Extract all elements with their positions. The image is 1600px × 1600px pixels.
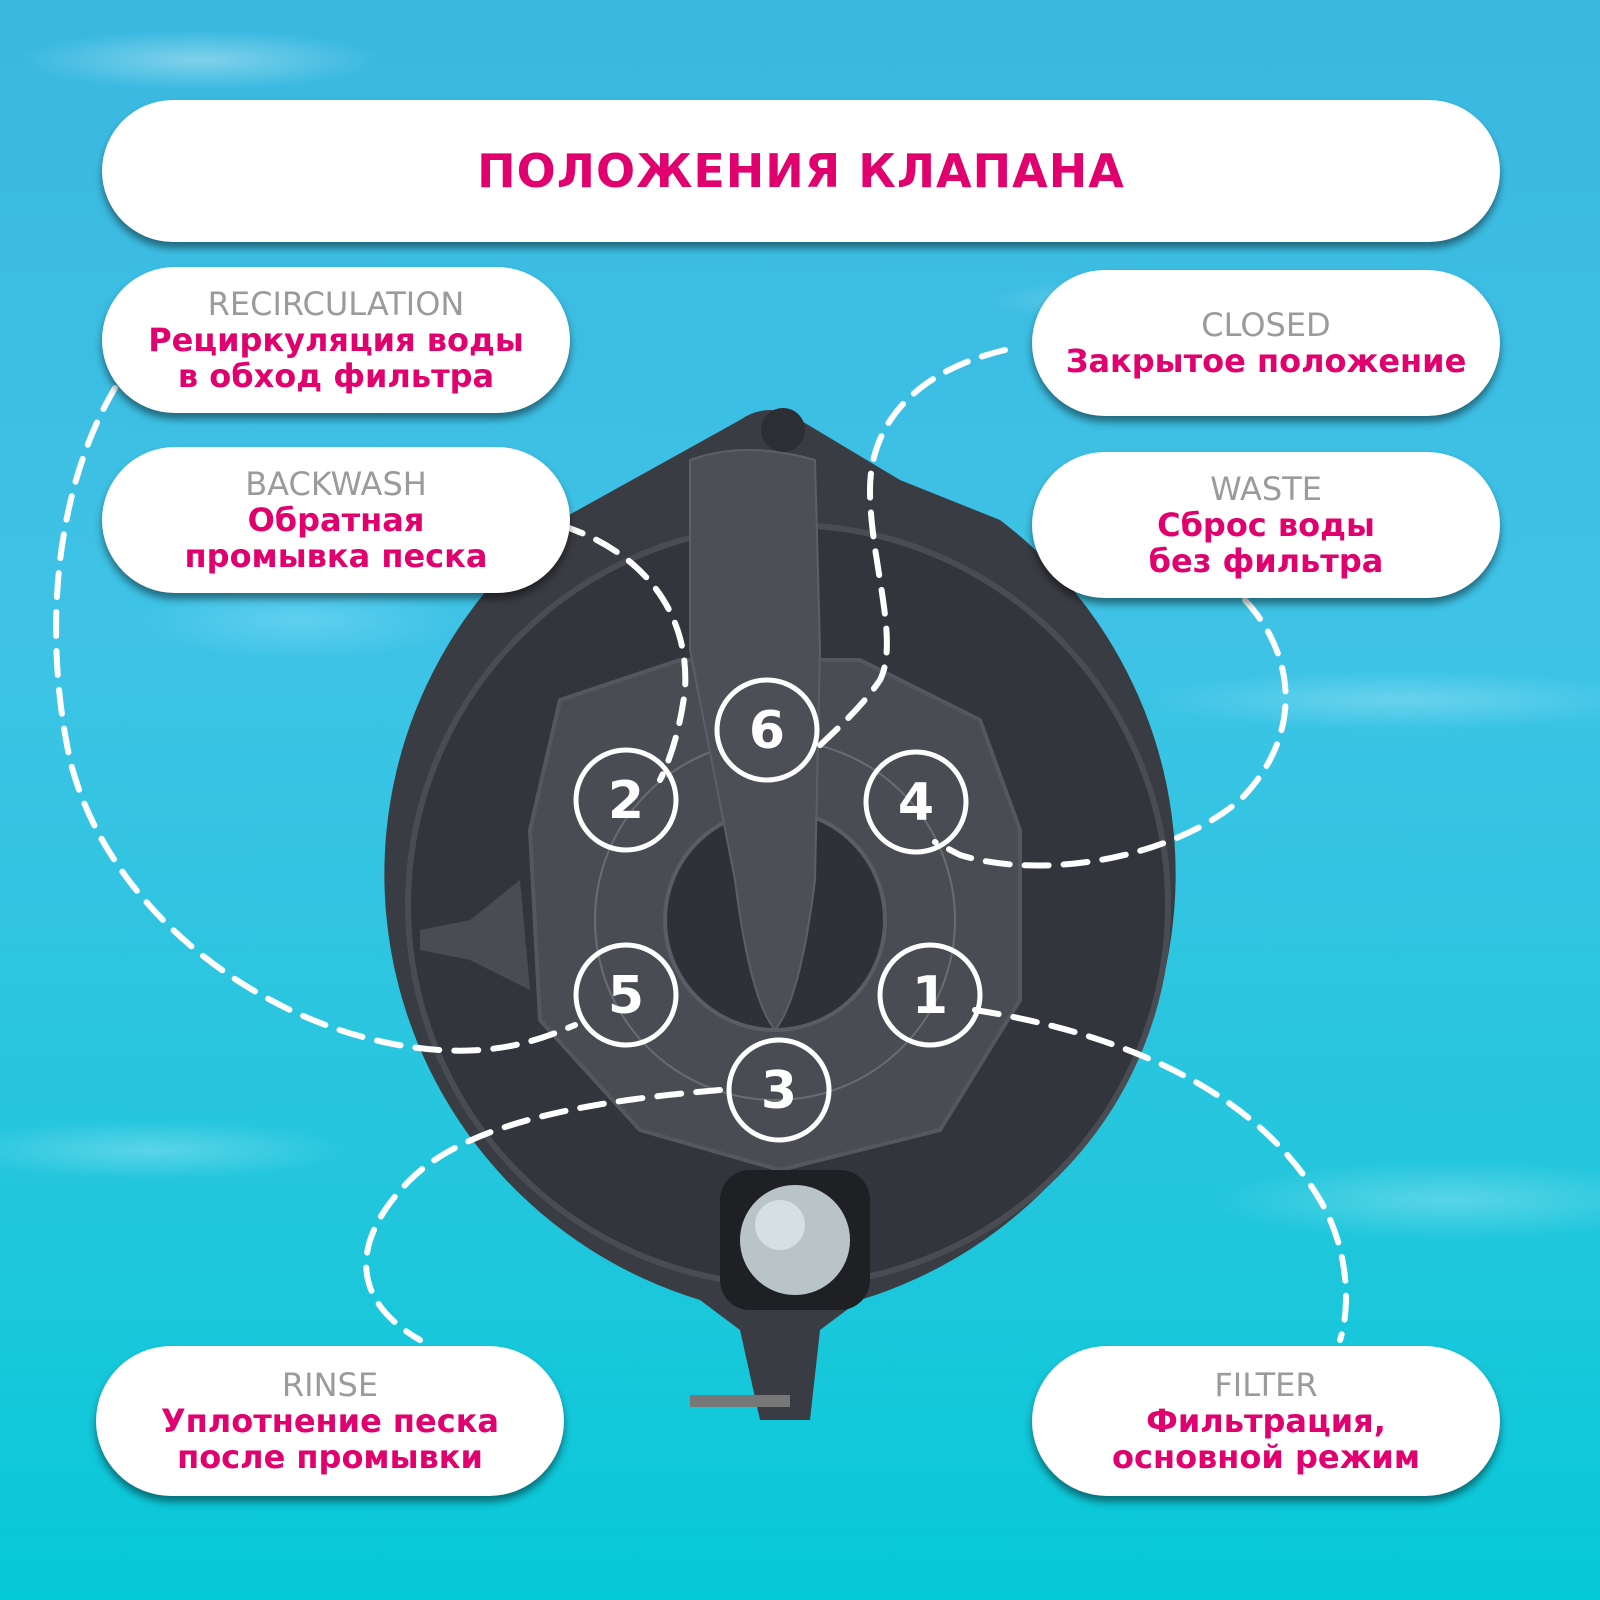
connector-filter xyxy=(972,1007,1349,1343)
title-banner: ПОЛОЖЕНИЯ КЛАПАНА xyxy=(102,100,1500,242)
label-ru-line2: промывка песка xyxy=(184,537,488,575)
label-ru-line1: Рециркуляция воды xyxy=(148,321,524,359)
label-ru-line2: основной режим xyxy=(1112,1438,1420,1476)
label-closed: CLOSED Закрытое положение xyxy=(1032,270,1500,416)
connector-closed xyxy=(807,347,1008,758)
marker-3 xyxy=(726,1037,832,1143)
label-ru-line1: Сброс воды xyxy=(1157,506,1375,544)
marker-1 xyxy=(877,942,983,1048)
marker-label-2: 2 xyxy=(608,771,644,831)
marker-5 xyxy=(573,942,679,1048)
marker-label-1: 1 xyxy=(912,966,948,1026)
marker-2 xyxy=(573,747,679,853)
marker-4 xyxy=(863,749,969,855)
marker-label-3: 3 xyxy=(761,1061,797,1121)
label-ru-line1: Закрытое положение xyxy=(1065,342,1467,380)
connector-rinse xyxy=(363,1087,723,1343)
label-en: RECIRCULATION xyxy=(207,285,465,323)
label-en: FILTER xyxy=(1214,1366,1318,1404)
label-recirculation: RECIRCULATION Рециркуляция воды в обход … xyxy=(102,267,570,413)
marker-label-5: 5 xyxy=(608,966,644,1026)
label-ru-line1: Уплотнение песка xyxy=(160,1402,500,1440)
label-waste: WASTE Сброс воды без фильтра xyxy=(1032,452,1500,598)
page-title: ПОЛОЖЕНИЯ КЛАПАНА xyxy=(477,144,1125,198)
label-en: WASTE xyxy=(1210,470,1322,508)
valve-device xyxy=(384,408,1176,1420)
label-filter: FILTER Фильтрация, основной режим xyxy=(1032,1346,1500,1496)
label-en: RINSE xyxy=(281,1366,379,1404)
connector-recirculation xyxy=(53,385,578,1054)
marker-6 xyxy=(714,677,820,783)
label-rinse: RINSE Уплотнение песка после промывки xyxy=(96,1346,564,1496)
label-ru-line2: после промывки xyxy=(177,1438,483,1476)
label-backwash: BACKWASH Обратная промывка песка xyxy=(102,447,570,593)
connector-lines xyxy=(53,347,1349,1343)
label-ru-line2: без фильтра xyxy=(1148,542,1384,580)
marker-label-4: 4 xyxy=(898,773,934,833)
label-ru-line1: Фильтрация, xyxy=(1146,1402,1386,1440)
connector-waste xyxy=(932,597,1289,869)
connector-backwash xyxy=(557,522,689,783)
label-en: BACKWASH xyxy=(245,465,427,503)
label-ru-line2: в обход фильтра xyxy=(177,357,495,395)
marker-label-6: 6 xyxy=(749,701,785,761)
label-en: CLOSED xyxy=(1201,306,1331,344)
position-markers xyxy=(573,677,983,1143)
label-ru-line1: Обратная xyxy=(247,501,425,539)
